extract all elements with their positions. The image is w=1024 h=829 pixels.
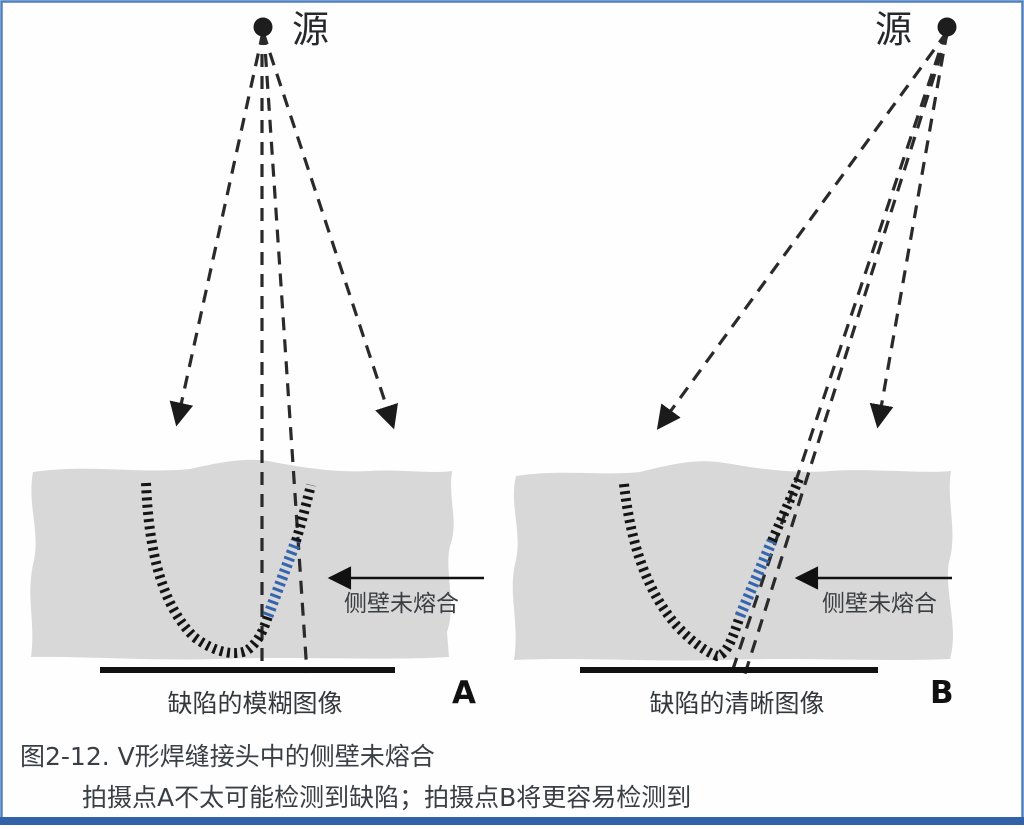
weld-groove-a-upper	[291, 483, 316, 543]
figure-caption-line1: 图2-12. V形焊缝接头中的侧壁未熔合	[20, 742, 435, 771]
beam-ray-b-right	[869, 31, 949, 429]
weld-groove-a-lower	[141, 482, 273, 659]
material-block-b	[512, 461, 953, 661]
beam-ray-a-right	[261, 31, 399, 430]
weld-groove-b-lower	[619, 483, 745, 662]
panel-caption-a: 缺陷的模糊图像	[167, 689, 342, 718]
panel-caption-b: 缺陷的清晰图像	[649, 689, 824, 718]
beam-ray-a-center2	[262, 31, 309, 674]
defect-segment-b	[734, 538, 778, 619]
source-label-b: 源	[875, 8, 912, 51]
source-dot-a	[253, 17, 273, 37]
panel-letter-b: B	[930, 675, 954, 711]
defect-segment-a	[262, 539, 302, 618]
frame-bottom-bar	[0, 817, 1024, 825]
panel-letter-a: A	[452, 675, 476, 711]
beam-ray-a-left	[169, 31, 265, 427]
beam-ray-b-left	[656, 31, 949, 430]
defect-label-b: 侧壁未熔合	[822, 591, 937, 617]
defect-label-a: 侧壁未熔合	[344, 591, 459, 617]
source-label-a: 源	[292, 8, 329, 51]
source-dot-b	[937, 17, 957, 37]
beam-ray-b-center2	[742, 31, 950, 678]
material-block-a	[30, 459, 454, 660]
figure-caption-line2: 拍摄点A不太可能检测到缺陷；拍摄点B将更容易检测到	[82, 783, 691, 812]
